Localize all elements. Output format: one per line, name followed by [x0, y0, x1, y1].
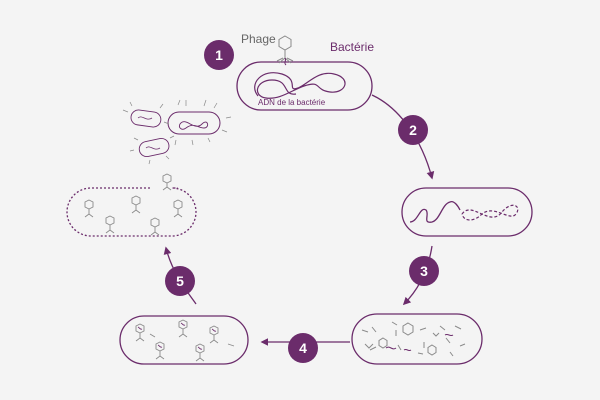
- step-badge-4: 4: [288, 333, 318, 363]
- step-badge-3: 3: [409, 256, 439, 286]
- phage-dna-injection: [284, 57, 287, 66]
- step-badge-1: 1: [204, 40, 234, 70]
- new-infections: [122, 99, 232, 165]
- bacterium-stage-3: [351, 313, 483, 365]
- step-badge-2: 2: [398, 115, 428, 145]
- bacterium-stage-2: [401, 187, 533, 237]
- phage-dna-strand: [409, 200, 461, 223]
- phage-attached-icon: [276, 35, 294, 64]
- bacterial-dna-label: ADN de la bactérie: [258, 98, 326, 107]
- bacterial-dna-degrading: [461, 204, 519, 221]
- ruptured-cell-wall: [66, 187, 197, 237]
- cycle-arrows: [163, 94, 435, 346]
- bacterial-dna-coil: [254, 72, 346, 99]
- phage-label: Phage: [241, 32, 276, 46]
- bacterium-stage-4: [119, 315, 249, 365]
- bacterium-stage-1: [236, 35, 373, 111]
- bacterium-stage-5-lysis: [66, 173, 197, 237]
- bacterie-label: Bactérie: [330, 40, 375, 54]
- step-badge-5: 5: [165, 266, 195, 296]
